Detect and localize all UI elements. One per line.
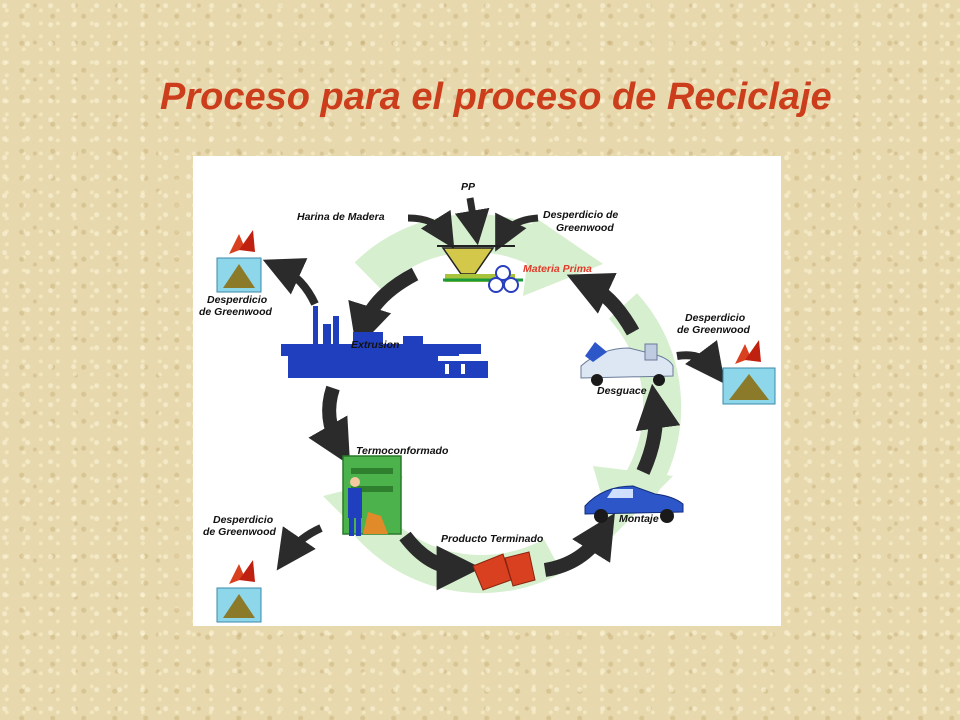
arrow-to-producto — [399, 531, 482, 591]
arrow-to-extrusion — [348, 267, 419, 350]
label-harina-de-madera: Harina de Madera — [297, 211, 385, 223]
arrow-to-materia-prima — [566, 273, 640, 336]
arrow-to-waste-right — [676, 339, 726, 384]
label-waste-right-1: Desperdicio — [685, 312, 746, 324]
label-montaje: Montaje — [619, 513, 659, 525]
producto-terminado-parts — [472, 551, 536, 591]
arrow-pp — [454, 197, 490, 246]
label-waste-left-top-2: de Greenwood — [199, 306, 273, 318]
waste-icon-left-top — [216, 230, 262, 293]
label-waste-left-bottom-1: Desperdicio — [213, 514, 274, 526]
label-waste-right-2: de Greenwood — [677, 324, 751, 336]
car-desguace — [580, 342, 674, 386]
extrusion-machine — [281, 306, 488, 378]
label-waste-left-top-1: Desperdicio — [207, 294, 268, 306]
label-waste-left-bottom-2: de Greenwood — [203, 526, 277, 538]
arrow-desperdicio-in — [495, 212, 539, 252]
label-termoconformado: Termoconformado — [356, 445, 449, 457]
arrow-to-montaje — [543, 513, 615, 577]
label-desguace: Desguace — [597, 385, 647, 397]
waste-icon-right — [722, 340, 776, 405]
arrow-to-waste-left-bottom — [276, 524, 323, 571]
arrow-harina — [407, 209, 455, 249]
label-producto-terminado: Producto Terminado — [441, 533, 544, 545]
label-desperdicio-top-2: Greenwood — [556, 222, 614, 234]
label-desperdicio-top-1: Desperdicio de — [543, 209, 618, 221]
label-pp: PP — [461, 181, 476, 193]
label-extrusion: Extrusion — [351, 339, 399, 351]
diagram-canvas: PP Harina de Madera Desperdicio de Green… — [199, 181, 776, 623]
materia-prima-hopper — [437, 245, 523, 293]
page-title: Proceso para el proceso de Reciclaje — [160, 76, 832, 118]
thermoforming-machine — [342, 455, 402, 536]
arrow-to-desguace — [635, 383, 681, 475]
car-montaje — [584, 485, 684, 523]
waste-icon-left-bottom — [216, 560, 262, 623]
recycling-process-diagram: PP Harina de Madera Desperdicio de Green… — [193, 156, 781, 626]
arrow-to-waste-left-top — [262, 258, 319, 306]
label-materia-prima: Materia Prima — [523, 263, 592, 275]
arrow-to-termoconformado — [308, 385, 351, 466]
